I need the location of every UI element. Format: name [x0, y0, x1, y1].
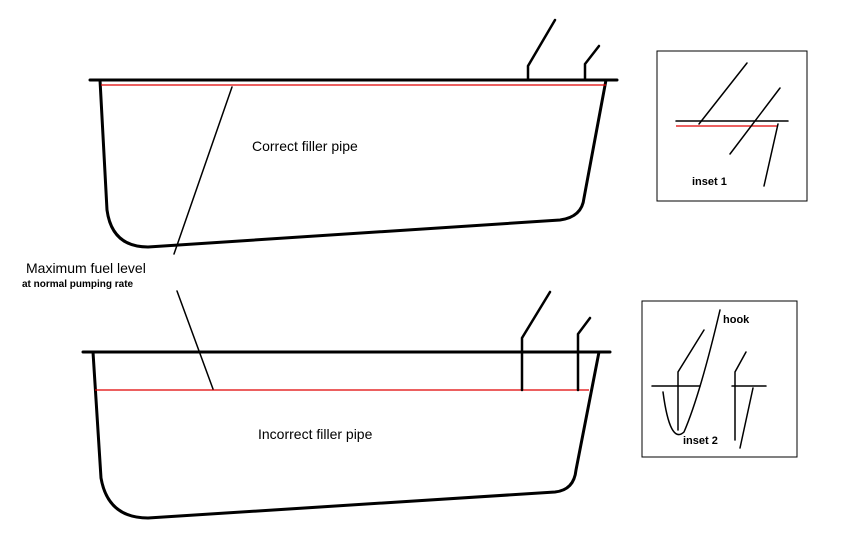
leader-line-upper: [173, 86, 233, 255]
inset-2-pipe-right: [734, 351, 747, 441]
inset-1: inset 1: [656, 50, 808, 202]
inset-2-pipe-left: [677, 329, 705, 431]
inset-1-pipe-right: [729, 87, 781, 155]
inset-2-hook-curve: [662, 309, 721, 436]
label-incorrect-filler-pipe: Incorrect filler pipe: [258, 426, 373, 442]
tank-incorrect: Incorrect filler pipe: [81, 290, 612, 520]
label-correct-filler-pipe: Correct filler pipe: [252, 138, 358, 154]
tank-incorrect-body: [91, 350, 601, 520]
inset-2-tank-wall: [739, 387, 754, 449]
inset-2: hook inset 2: [641, 300, 798, 458]
leader-line-lower: [176, 290, 214, 390]
inset-2-frame: [641, 300, 798, 458]
filler-pipe-incorrect-right-wall: [576, 316, 592, 392]
inset-1-tank-wall: [763, 123, 779, 187]
filler-pipe-incorrect-left-wall: [520, 290, 552, 392]
label-normal-pumping-rate: at normal pumping rate: [22, 279, 134, 290]
filler-pipe-correct-right-wall: [583, 44, 601, 82]
label-inset-2: inset 2: [683, 435, 718, 447]
tank-correct-body: [98, 78, 608, 249]
label-hook: hook: [723, 314, 750, 326]
max-fuel-level-callout: Maximum fuel level at normal pumping rat…: [22, 86, 233, 390]
label-maximum-fuel-level: Maximum fuel level: [26, 260, 146, 276]
inset-1-pipe-left: [698, 62, 748, 125]
label-inset-1: inset 1: [692, 176, 727, 188]
filler-pipe-correct-left-wall: [526, 18, 557, 82]
tank-correct: Correct filler pipe: [88, 18, 619, 249]
